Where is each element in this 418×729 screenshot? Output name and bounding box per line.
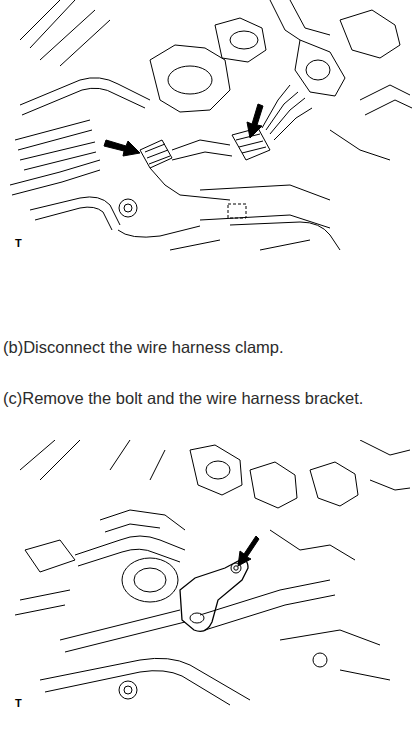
- figure-code: T: [15, 697, 22, 710]
- bracket-illustration: [0, 440, 418, 710]
- engine-illustration: [0, 0, 418, 260]
- step-text: (c)Remove the bolt and the wire harness …: [3, 389, 363, 409]
- step-text: (b)Disconnect the wire harness clamp.: [3, 338, 284, 358]
- figure-code: T: [15, 237, 22, 250]
